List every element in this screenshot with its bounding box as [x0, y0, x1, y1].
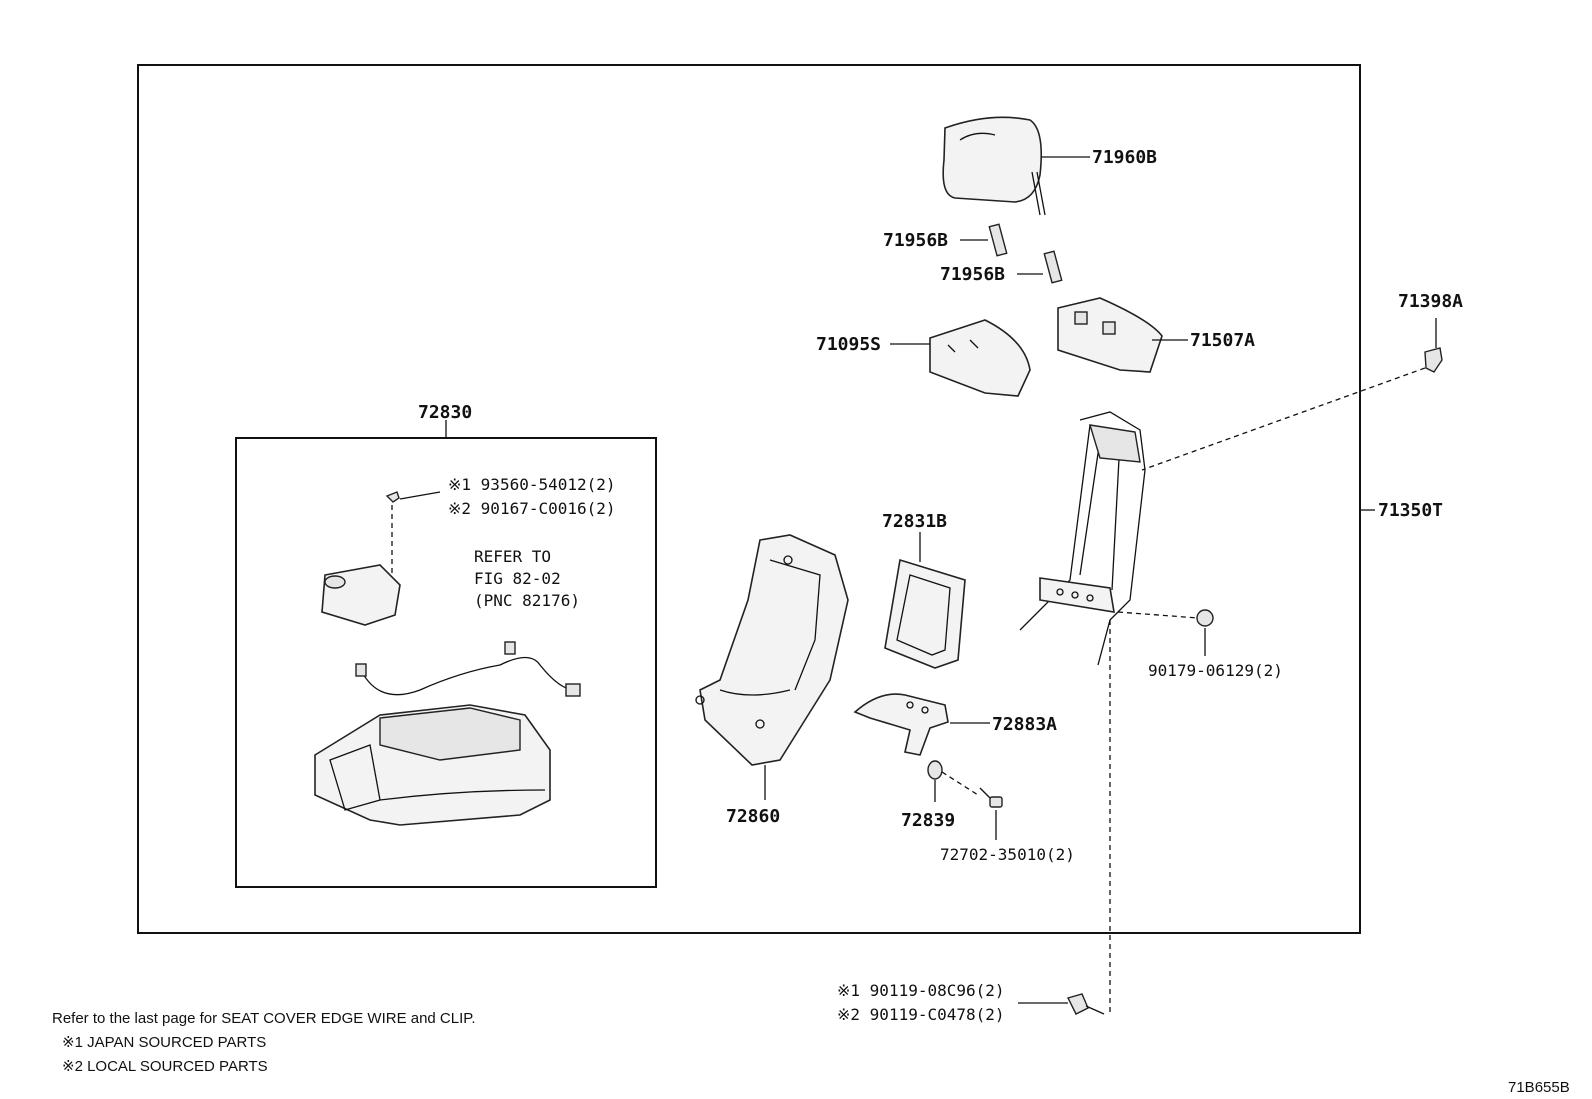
- label-71956B-right: 71956B: [940, 264, 1005, 285]
- clip-part[interactable]: [1424, 347, 1443, 373]
- footer-note-3: ※2 LOCAL SOURCED PARTS: [62, 1058, 268, 1075]
- armrest-screw-part[interactable]: [385, 491, 400, 503]
- label-72860: 72860: [726, 806, 780, 827]
- cup-holder-part[interactable]: [321, 564, 401, 626]
- armrest-body-part[interactable]: [314, 704, 551, 826]
- label-72702-35010: 72702-35010(2): [940, 845, 1075, 864]
- label-71960B: 71960B: [1092, 147, 1157, 168]
- refer-text-line2: FIG 82-02: [474, 569, 561, 588]
- wire-harness-part[interactable]: [355, 641, 581, 697]
- footer-note-2: ※1 JAPAN SOURCED PARTS: [62, 1034, 266, 1051]
- label-90179-06129: 90179-06129(2): [1148, 661, 1283, 680]
- footer-note-1: Refer to the last page for SEAT COVER ED…: [52, 1010, 476, 1027]
- figure-code: 71B655B: [1508, 1079, 1570, 1096]
- label-71095S: 71095S: [816, 334, 881, 355]
- label-71956B-left: 71956B: [883, 230, 948, 251]
- label-93560-54012: ※1 93560-54012(2): [448, 475, 616, 494]
- hinge-part[interactable]: [853, 693, 949, 756]
- small-bolt-part[interactable]: [979, 787, 1003, 808]
- label-90119-C0478: ※2 90119-C0478(2): [837, 1005, 1005, 1024]
- label-90167-C0016: ※2 90167-C0016(2): [448, 499, 616, 518]
- outer-frame: [137, 64, 1361, 934]
- bushing-part[interactable]: [927, 760, 943, 780]
- bracket-frame-part[interactable]: [884, 558, 966, 669]
- label-72839: 72839: [901, 810, 955, 831]
- bottom-bolt-part[interactable]: [1066, 993, 1105, 1015]
- label-72831B: 72831B: [882, 511, 947, 532]
- label-72883A: 72883A: [992, 714, 1057, 735]
- headrest-guide-left[interactable]: [988, 223, 1008, 257]
- label-71350T: 71350T: [1378, 500, 1443, 521]
- headrest-part[interactable]: [942, 116, 1046, 216]
- label-71507A: 71507A: [1190, 330, 1255, 351]
- refer-text-line1: REFER TO: [474, 547, 551, 566]
- label-90119-08C96: ※1 90119-08C96(2): [837, 981, 1005, 1000]
- refer-text-line3: (PNC 82176): [474, 591, 580, 610]
- switch-cover-part[interactable]: [1057, 297, 1163, 373]
- label-72830: 72830: [418, 402, 472, 423]
- label-71398A: 71398A: [1398, 291, 1463, 312]
- headrest-guide-right[interactable]: [1043, 250, 1063, 284]
- nut-part[interactable]: [1196, 609, 1214, 627]
- armrest-base-part[interactable]: [695, 534, 849, 766]
- pad-part[interactable]: [929, 319, 1031, 397]
- seatback-frame-part[interactable]: [1019, 411, 1146, 666]
